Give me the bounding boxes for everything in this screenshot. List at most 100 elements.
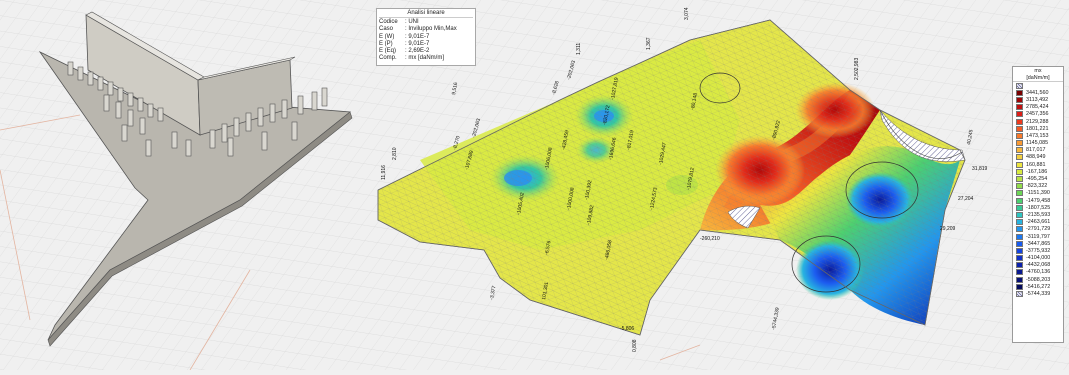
legend-label: -2791,729 bbox=[1026, 226, 1051, 233]
legend-label: -1479,458 bbox=[1026, 197, 1051, 204]
legend-entry bbox=[1013, 82, 1063, 89]
value-label: -6,576 bbox=[544, 240, 552, 255]
info-key: E (P) bbox=[379, 40, 393, 47]
value-label: 0,808 bbox=[632, 339, 638, 352]
legend-unit: [daNm/m] bbox=[1013, 75, 1063, 82]
info-value: : UNI bbox=[405, 19, 419, 26]
info-row: Codice: UNI bbox=[379, 19, 473, 26]
legend-label: 2785,424 bbox=[1026, 104, 1049, 111]
legend-label: -4432,068 bbox=[1026, 262, 1051, 269]
legend-entry: -495,254 bbox=[1013, 175, 1063, 183]
value-label: -107,689 bbox=[464, 150, 475, 171]
info-row: E (P) : 9,01E-7 bbox=[379, 41, 473, 48]
legend-swatch bbox=[1016, 168, 1023, 175]
info-row: Comp. : mx [daNm/m] bbox=[379, 55, 473, 62]
value-label: -1029,447 bbox=[658, 142, 668, 165]
legend-label: -823,322 bbox=[1026, 183, 1048, 190]
value-label: 3,074 bbox=[684, 7, 690, 20]
legend-label: -2135,593 bbox=[1026, 211, 1051, 218]
info-key: E (Eq) bbox=[379, 48, 397, 55]
legend-label: -1151,390 bbox=[1026, 190, 1050, 197]
value-label: -486,058 bbox=[604, 240, 613, 261]
legend-title: mx bbox=[1034, 68, 1042, 74]
value-label: -1696,646 bbox=[608, 137, 618, 160]
value-label: -820,172 bbox=[602, 105, 611, 126]
value-label: -5,806 bbox=[620, 326, 634, 332]
legend-entry: -4104,000 bbox=[1013, 255, 1063, 262]
legend-label: -1807,525 bbox=[1026, 204, 1051, 211]
info-key: Caso bbox=[379, 26, 394, 33]
legend-swatch bbox=[1016, 118, 1023, 125]
info-header: Analisi lineare bbox=[379, 10, 473, 19]
legend-entry: 3441,560 bbox=[1013, 89, 1063, 96]
legend-swatch bbox=[1016, 283, 1023, 290]
value-label: -817,019 bbox=[626, 130, 635, 151]
legend-swatch bbox=[1016, 255, 1023, 262]
legend-swatch bbox=[1016, 89, 1023, 96]
legend-entry: 2785,424 bbox=[1013, 104, 1063, 111]
legend-swatch bbox=[1016, 291, 1023, 298]
legend-label: -5088,203 bbox=[1026, 276, 1051, 283]
value-label: 11,916 bbox=[381, 165, 387, 180]
info-value: : Inviluppo Min,Max bbox=[405, 26, 457, 33]
legend-entry: 817,017 bbox=[1013, 147, 1063, 154]
legend-swatch bbox=[1016, 204, 1023, 211]
legend-entry: -1151,390 bbox=[1013, 190, 1063, 197]
info-row: E (Eq): 2,69E-2 bbox=[379, 48, 473, 55]
value-label: -5744,339 bbox=[771, 307, 781, 330]
value-label: 1,311 bbox=[576, 43, 582, 55]
legend-entry: -5744,339 bbox=[1013, 290, 1063, 298]
legend-swatch bbox=[1016, 82, 1023, 89]
value-label: 40,245 bbox=[966, 129, 975, 145]
legend-entry: 160,881 bbox=[1013, 161, 1063, 168]
legend-label: 160,881 bbox=[1026, 161, 1046, 168]
value-label: -1224,573 bbox=[649, 187, 659, 210]
legend-swatch bbox=[1016, 154, 1023, 161]
legend-swatch bbox=[1016, 197, 1023, 204]
value-label: 27,204 bbox=[958, 196, 974, 202]
legend-entry: -3447,865 bbox=[1013, 240, 1063, 247]
legend-swatch bbox=[1016, 262, 1023, 269]
legend-swatch bbox=[1016, 269, 1023, 276]
legend-label: 1145,085 bbox=[1026, 140, 1049, 147]
info-value: : 9,01E-7 bbox=[405, 40, 430, 47]
legend-entry: 2129,288 bbox=[1013, 118, 1063, 125]
legend-swatch bbox=[1016, 176, 1023, 183]
legend-swatch bbox=[1016, 104, 1023, 111]
info-key: Comp. bbox=[379, 55, 397, 62]
value-label: 29,209 bbox=[940, 226, 956, 232]
info-row: Caso : Inviluppo Min,Max bbox=[379, 26, 473, 33]
legend-swatch bbox=[1016, 247, 1023, 254]
value-label: 9,516 bbox=[451, 82, 459, 96]
legend-label: -3775,932 bbox=[1026, 247, 1051, 254]
legend-label: -3119,797 bbox=[1026, 233, 1050, 240]
legend-entry: -5088,203 bbox=[1013, 276, 1063, 283]
legend-label: -495,254 bbox=[1026, 176, 1048, 183]
value-label: -202,063 bbox=[471, 118, 482, 139]
legend-label: -2463,661 bbox=[1026, 219, 1051, 226]
legend-swatch bbox=[1016, 190, 1023, 197]
value-label: -3,377 bbox=[489, 285, 497, 300]
legend-swatch bbox=[1016, 276, 1023, 283]
value-label: -8,270 bbox=[452, 135, 462, 150]
info-row: E (W): 9,01E-7 bbox=[379, 34, 473, 41]
value-label: -8,626 bbox=[551, 80, 561, 95]
info-value: : mx [daNm/m] bbox=[405, 55, 445, 62]
value-label: -890,922 bbox=[771, 120, 782, 141]
legend-swatch bbox=[1016, 125, 1023, 132]
legend-entry: 1801,221 bbox=[1013, 125, 1063, 132]
legend-swatch bbox=[1016, 211, 1023, 218]
value-label: 2,810 bbox=[392, 147, 398, 160]
legend-swatch bbox=[1016, 233, 1023, 240]
fem-slab-plot[interactable] bbox=[377, 19, 966, 336]
legend-entry: 488,949 bbox=[1013, 154, 1063, 161]
legend-swatch bbox=[1016, 140, 1023, 147]
info-value: : 9,01E-7 bbox=[405, 33, 430, 40]
value-label: -260,210 bbox=[700, 236, 720, 242]
legend-swatch bbox=[1016, 161, 1023, 168]
legend-entry: -167,186 bbox=[1013, 168, 1063, 175]
legend-label: -5416,272 bbox=[1026, 283, 1051, 290]
value-label: -1006,008 bbox=[544, 147, 554, 170]
